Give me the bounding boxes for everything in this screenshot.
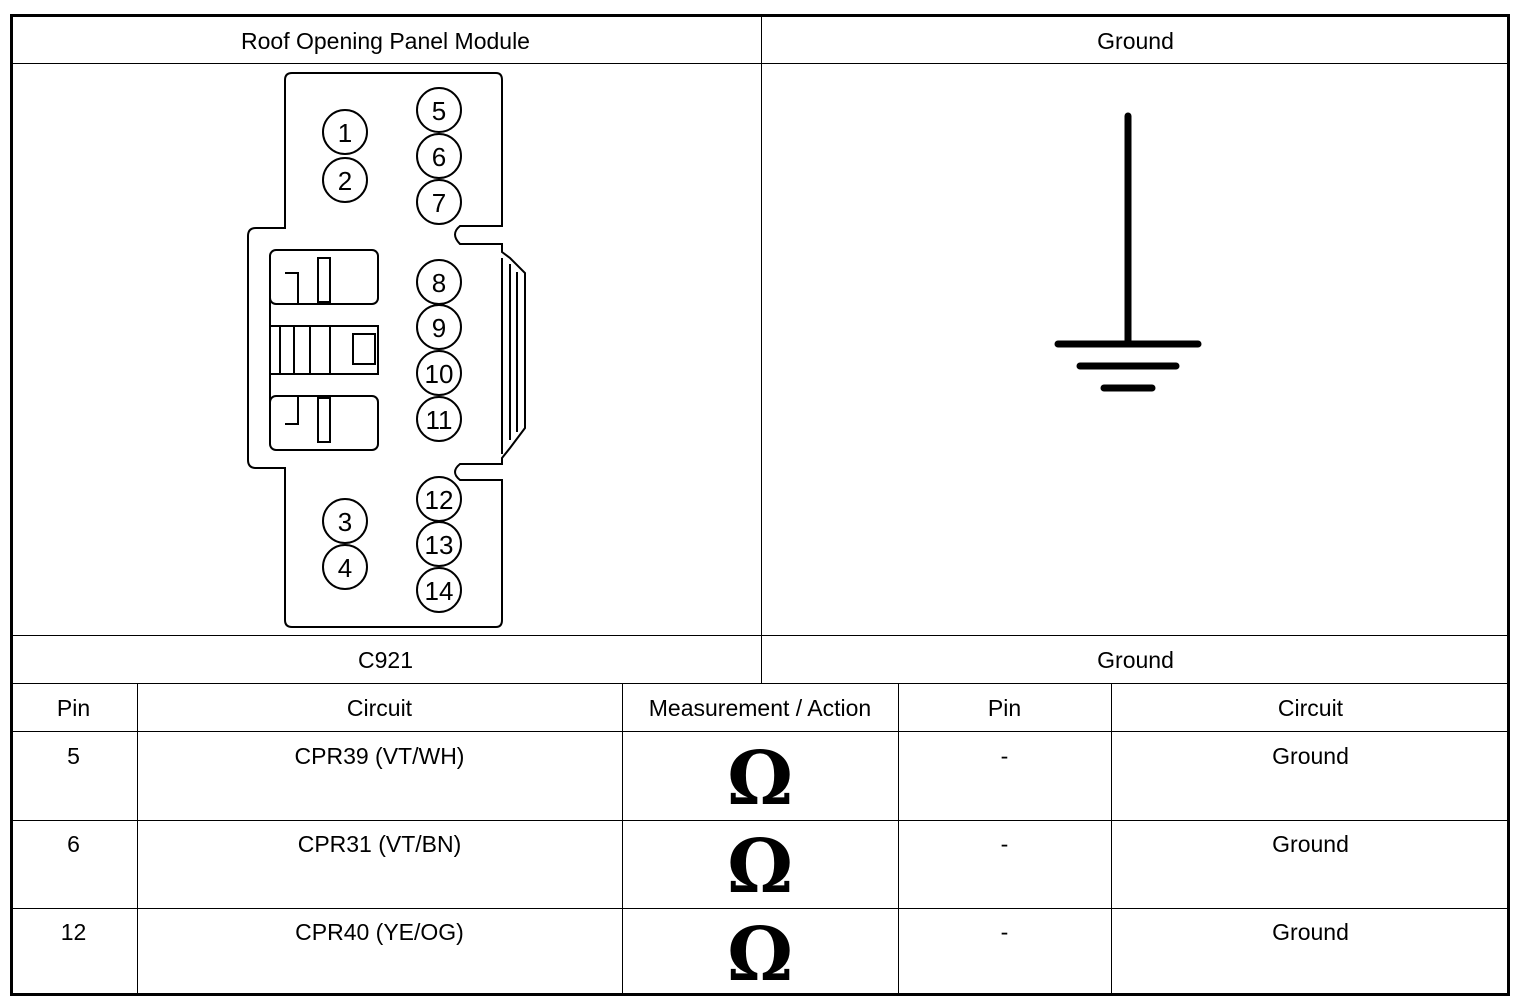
pin-label: 1	[338, 118, 352, 148]
connector-face-view: 1 2 3 4 5 6 7 8 9 10 11 12 13 14	[247, 72, 526, 628]
ohm-icon: Ω	[727, 736, 793, 822]
circuit-cell: CPR40 (YE/OG)	[295, 919, 464, 945]
pin-label: 11	[426, 405, 453, 435]
pin-label: 5	[432, 96, 446, 126]
divider	[761, 14, 762, 684]
divider	[137, 683, 138, 996]
pin-cell: 12	[60, 919, 87, 945]
pin-label: 12	[425, 485, 454, 515]
circuit2-cell: Ground	[1272, 831, 1349, 857]
circuit2-cell: Ground	[1272, 743, 1349, 769]
divider	[898, 683, 899, 996]
connector-title: Roof Opening Panel Module	[241, 28, 530, 54]
divider	[10, 63, 1510, 64]
ohm-icon: Ω	[727, 824, 793, 910]
connector-id-label: C921	[358, 647, 413, 673]
pin-cell: 6	[67, 831, 80, 857]
diagram-frame	[10, 14, 1510, 996]
pin-label: 3	[338, 507, 352, 537]
ground-label: Ground	[1097, 647, 1174, 673]
pin-label: 8	[432, 268, 446, 298]
divider	[1111, 683, 1112, 996]
circuit2-cell: Ground	[1272, 919, 1349, 945]
pin-cell: 5	[67, 743, 80, 769]
divider	[10, 731, 1510, 732]
pin2-cell: -	[1000, 743, 1009, 769]
pin2-cell: -	[1000, 831, 1009, 857]
col-header-measurement: Measurement / Action	[648, 695, 872, 721]
pin-label: 9	[432, 313, 446, 343]
pin-1	[322, 109, 368, 155]
ground-title: Ground	[1097, 28, 1174, 54]
divider	[10, 820, 1510, 821]
divider	[622, 683, 623, 996]
pin-label: 7	[432, 188, 446, 218]
col-header-circuit-2: Circuit	[1277, 695, 1344, 721]
divider	[10, 908, 1510, 909]
pin-label: 10	[425, 359, 454, 389]
ohm-icon: Ω	[727, 912, 793, 998]
pin2-cell: -	[1000, 919, 1009, 945]
pin-label: 4	[338, 553, 352, 583]
pin-label: 14	[425, 576, 454, 606]
circuit-cell: CPR31 (VT/BN)	[297, 831, 462, 857]
ground-symbol-icon	[1054, 112, 1202, 392]
pin-label: 13	[425, 530, 454, 560]
pin-label: 2	[338, 166, 352, 196]
circuit-cell: CPR39 (VT/WH)	[294, 743, 465, 769]
divider	[10, 683, 1510, 684]
col-header-pin-2: Pin	[987, 695, 1022, 721]
col-header-circuit: Circuit	[346, 695, 413, 721]
divider	[10, 635, 1510, 636]
col-header-pin: Pin	[56, 695, 91, 721]
pin-label: 6	[432, 142, 446, 172]
